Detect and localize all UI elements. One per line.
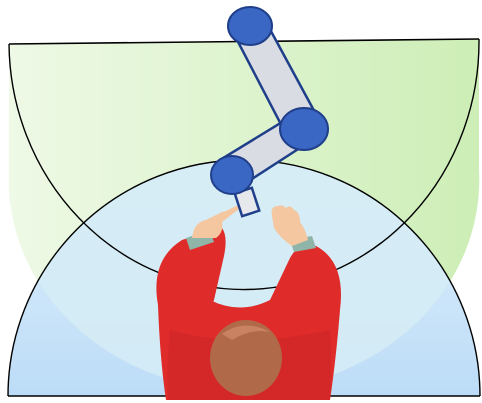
robot-zone-boundary [8, 38, 480, 291]
hair-highlight [222, 325, 270, 340]
robot-wrist-joint [210, 155, 254, 195]
left-pointing-finger [220, 206, 239, 220]
shared-zone-overlap [9, 160, 480, 391]
human-top-view-icon [156, 205, 341, 400]
robot-base-joint [227, 6, 273, 46]
right-hand [271, 205, 308, 246]
head [210, 320, 282, 396]
left-hand [192, 211, 230, 238]
robot-elbow-joint [279, 107, 329, 151]
robot-arm-icon [210, 6, 329, 218]
